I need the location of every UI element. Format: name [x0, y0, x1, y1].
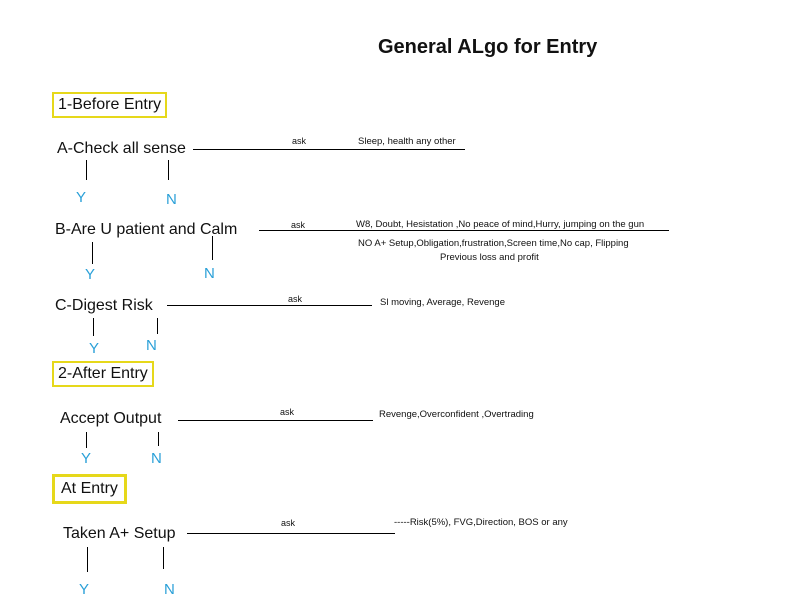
- yes-label: Y: [89, 340, 100, 357]
- note-text: Revenge,Overconfident ,Overtrading: [379, 409, 534, 420]
- ask-label: ask: [292, 136, 307, 146]
- section-at-entry: At Entry: [52, 474, 127, 504]
- ask-label: ask: [280, 407, 295, 417]
- yes-label: Y: [76, 189, 87, 206]
- connector-line: [178, 420, 373, 421]
- connector-line: [187, 533, 395, 534]
- page-title: General ALgo for Entry: [378, 36, 598, 58]
- note-text: NO A+ Setup,Obligation,frustration,Scree…: [358, 238, 629, 249]
- yes-label: Y: [81, 450, 92, 467]
- no-label: N: [166, 191, 177, 208]
- branch-line-no: [168, 160, 169, 180]
- branch-line-yes: [86, 432, 87, 448]
- ask-label: ask: [291, 220, 306, 230]
- question-digest-risk: C-Digest Risk: [55, 297, 153, 314]
- branch-line-no: [212, 236, 213, 260]
- note-text: Sleep, health any other: [358, 136, 456, 147]
- branch-line-no: [158, 432, 159, 446]
- branch-line-yes: [87, 547, 88, 572]
- no-label: N: [204, 265, 215, 282]
- ask-label: ask: [281, 518, 296, 528]
- note-text: -----Risk(5%), FVG,Direction, BOS or any: [394, 517, 568, 528]
- branch-line-no: [157, 318, 158, 334]
- no-label: N: [151, 450, 162, 467]
- question-patient-calm: B-Are U patient and Calm: [55, 221, 238, 238]
- branch-line-no: [163, 547, 164, 569]
- branch-line-yes: [93, 318, 94, 336]
- note-text: Previous loss and profit: [440, 252, 539, 263]
- no-label: N: [164, 581, 175, 598]
- branch-line-yes: [86, 160, 87, 180]
- yes-label: Y: [85, 266, 96, 283]
- connector-line: [193, 149, 465, 150]
- note-text: Sl moving, Average, Revenge: [380, 297, 505, 308]
- ask-label: ask: [288, 294, 303, 304]
- yes-label: Y: [79, 581, 90, 598]
- question-accept-output: Accept Output: [60, 410, 162, 427]
- note-text: W8, Doubt, Hesistation ,No peace of mind…: [356, 219, 645, 230]
- question-taken-setup: Taken A+ Setup: [63, 525, 176, 542]
- branch-line-yes: [92, 242, 93, 264]
- question-check-all-sense: A-Check all sense: [57, 140, 186, 157]
- connector-line: [167, 305, 372, 306]
- section-before-entry: 1-Before Entry: [52, 92, 168, 118]
- connector-line: [259, 230, 669, 231]
- no-label: N: [146, 337, 157, 354]
- section-after-entry: 2-After Entry: [52, 361, 154, 387]
